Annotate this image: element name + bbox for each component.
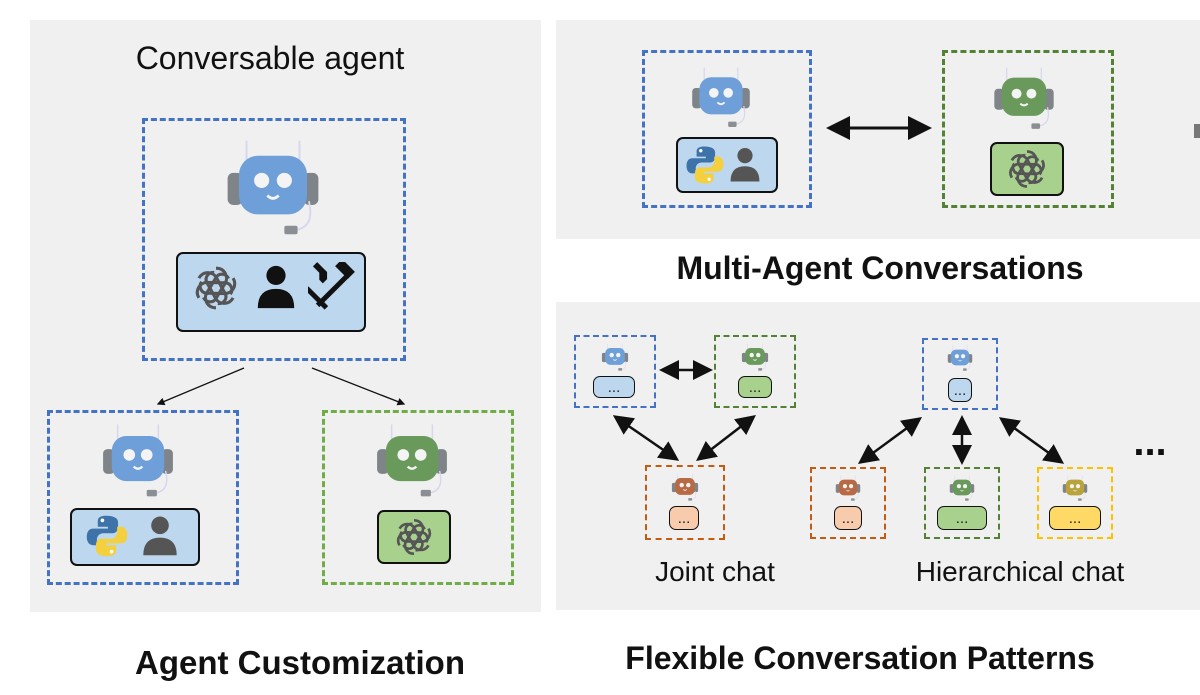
- openai-logo-icon: [1004, 146, 1050, 192]
- joint-chat-label: Joint chat: [655, 556, 775, 587]
- robot-icon: [98, 420, 178, 500]
- person-icon: [726, 144, 764, 184]
- hier-agent-top: [922, 338, 998, 410]
- robot-icon: [670, 472, 700, 502]
- message-box: ...: [948, 378, 972, 402]
- tools-icon: [308, 262, 358, 312]
- message-box: ...: [593, 376, 635, 398]
- agent-customization-caption: Agent Customization: [135, 644, 465, 681]
- message-box: ...: [738, 376, 772, 398]
- hierarchical-chat-label: Hierarchical chat: [915, 556, 1125, 587]
- agent-b-box: [942, 50, 1114, 208]
- python-logo-icon: [684, 142, 726, 188]
- message-box: ...: [1049, 506, 1101, 530]
- edge-marker: [1194, 124, 1200, 138]
- joint-agent-green: [714, 335, 796, 408]
- robot-icon: [372, 420, 452, 500]
- message-box: ...: [669, 506, 699, 530]
- hier-agent-yellow: [1037, 467, 1113, 539]
- robot-icon: [948, 474, 976, 502]
- robot-icon: [686, 64, 756, 130]
- robot-icon: [600, 342, 630, 372]
- llm-agent-box: [322, 410, 514, 585]
- agent-a-box: [642, 50, 812, 208]
- conversable-agent-box: [142, 118, 406, 361]
- robot-icon: [740, 342, 770, 372]
- joint-agent-blue: [574, 335, 656, 408]
- conversable-agent-title: Conversable agent: [135, 40, 405, 76]
- person-icon: [138, 513, 182, 557]
- message-box: ...: [834, 506, 862, 530]
- openai-logo-icon: [190, 262, 242, 314]
- robot-icon: [946, 344, 974, 372]
- robot-icon: [1061, 474, 1089, 502]
- hier-agent-green: [924, 467, 1000, 539]
- joint-agent-brown: [645, 465, 725, 540]
- robot-icon: [988, 64, 1060, 132]
- assistant-agent-box: [47, 410, 239, 585]
- person-icon: [252, 262, 300, 310]
- openai-logo-icon: [392, 515, 436, 559]
- robot-icon: [220, 135, 326, 239]
- robot-icon: [834, 474, 862, 502]
- message-box: ...: [937, 506, 987, 530]
- flexible-patterns-caption: Flexible Conversation Patterns: [625, 640, 1095, 676]
- python-logo-icon: [84, 512, 130, 560]
- multi-agent-caption: Multi-Agent Conversations: [676, 250, 1084, 286]
- hier-agent-brown: [810, 467, 886, 539]
- more-patterns-ellipsis: ...: [1133, 420, 1167, 464]
